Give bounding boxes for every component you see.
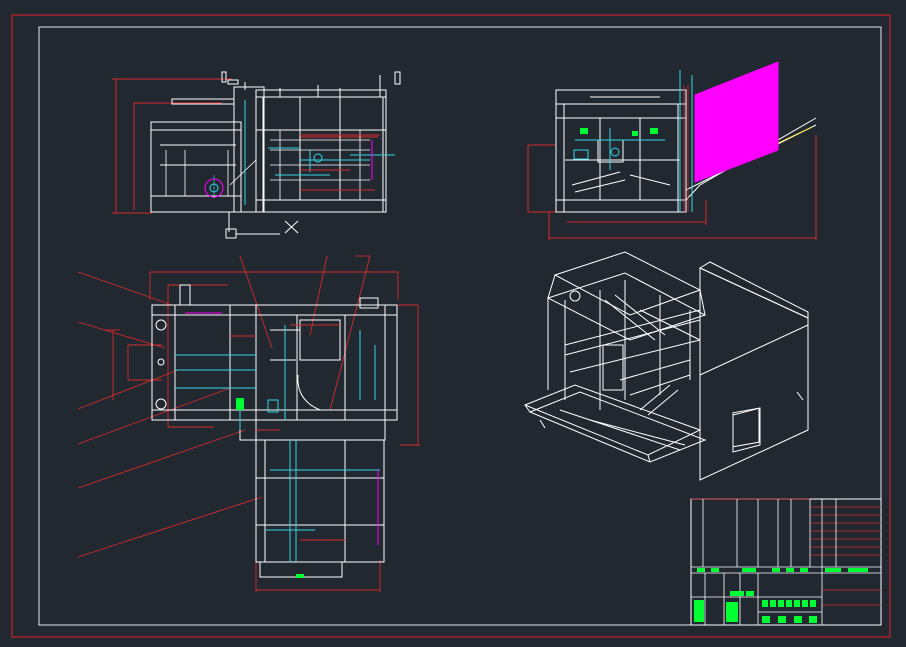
side-elevation-view	[527, 61, 817, 240]
title-block	[690, 498, 882, 626]
leader-lines	[77, 255, 420, 592]
front-elevation-view	[112, 71, 401, 239]
inner-drawing-frame	[38, 26, 882, 626]
outer-sheet-border	[11, 14, 891, 638]
magenta-panel	[694, 61, 779, 183]
plan-view	[77, 255, 420, 592]
isometric-view	[523, 251, 809, 481]
cross-mark-icon	[284, 220, 299, 234]
